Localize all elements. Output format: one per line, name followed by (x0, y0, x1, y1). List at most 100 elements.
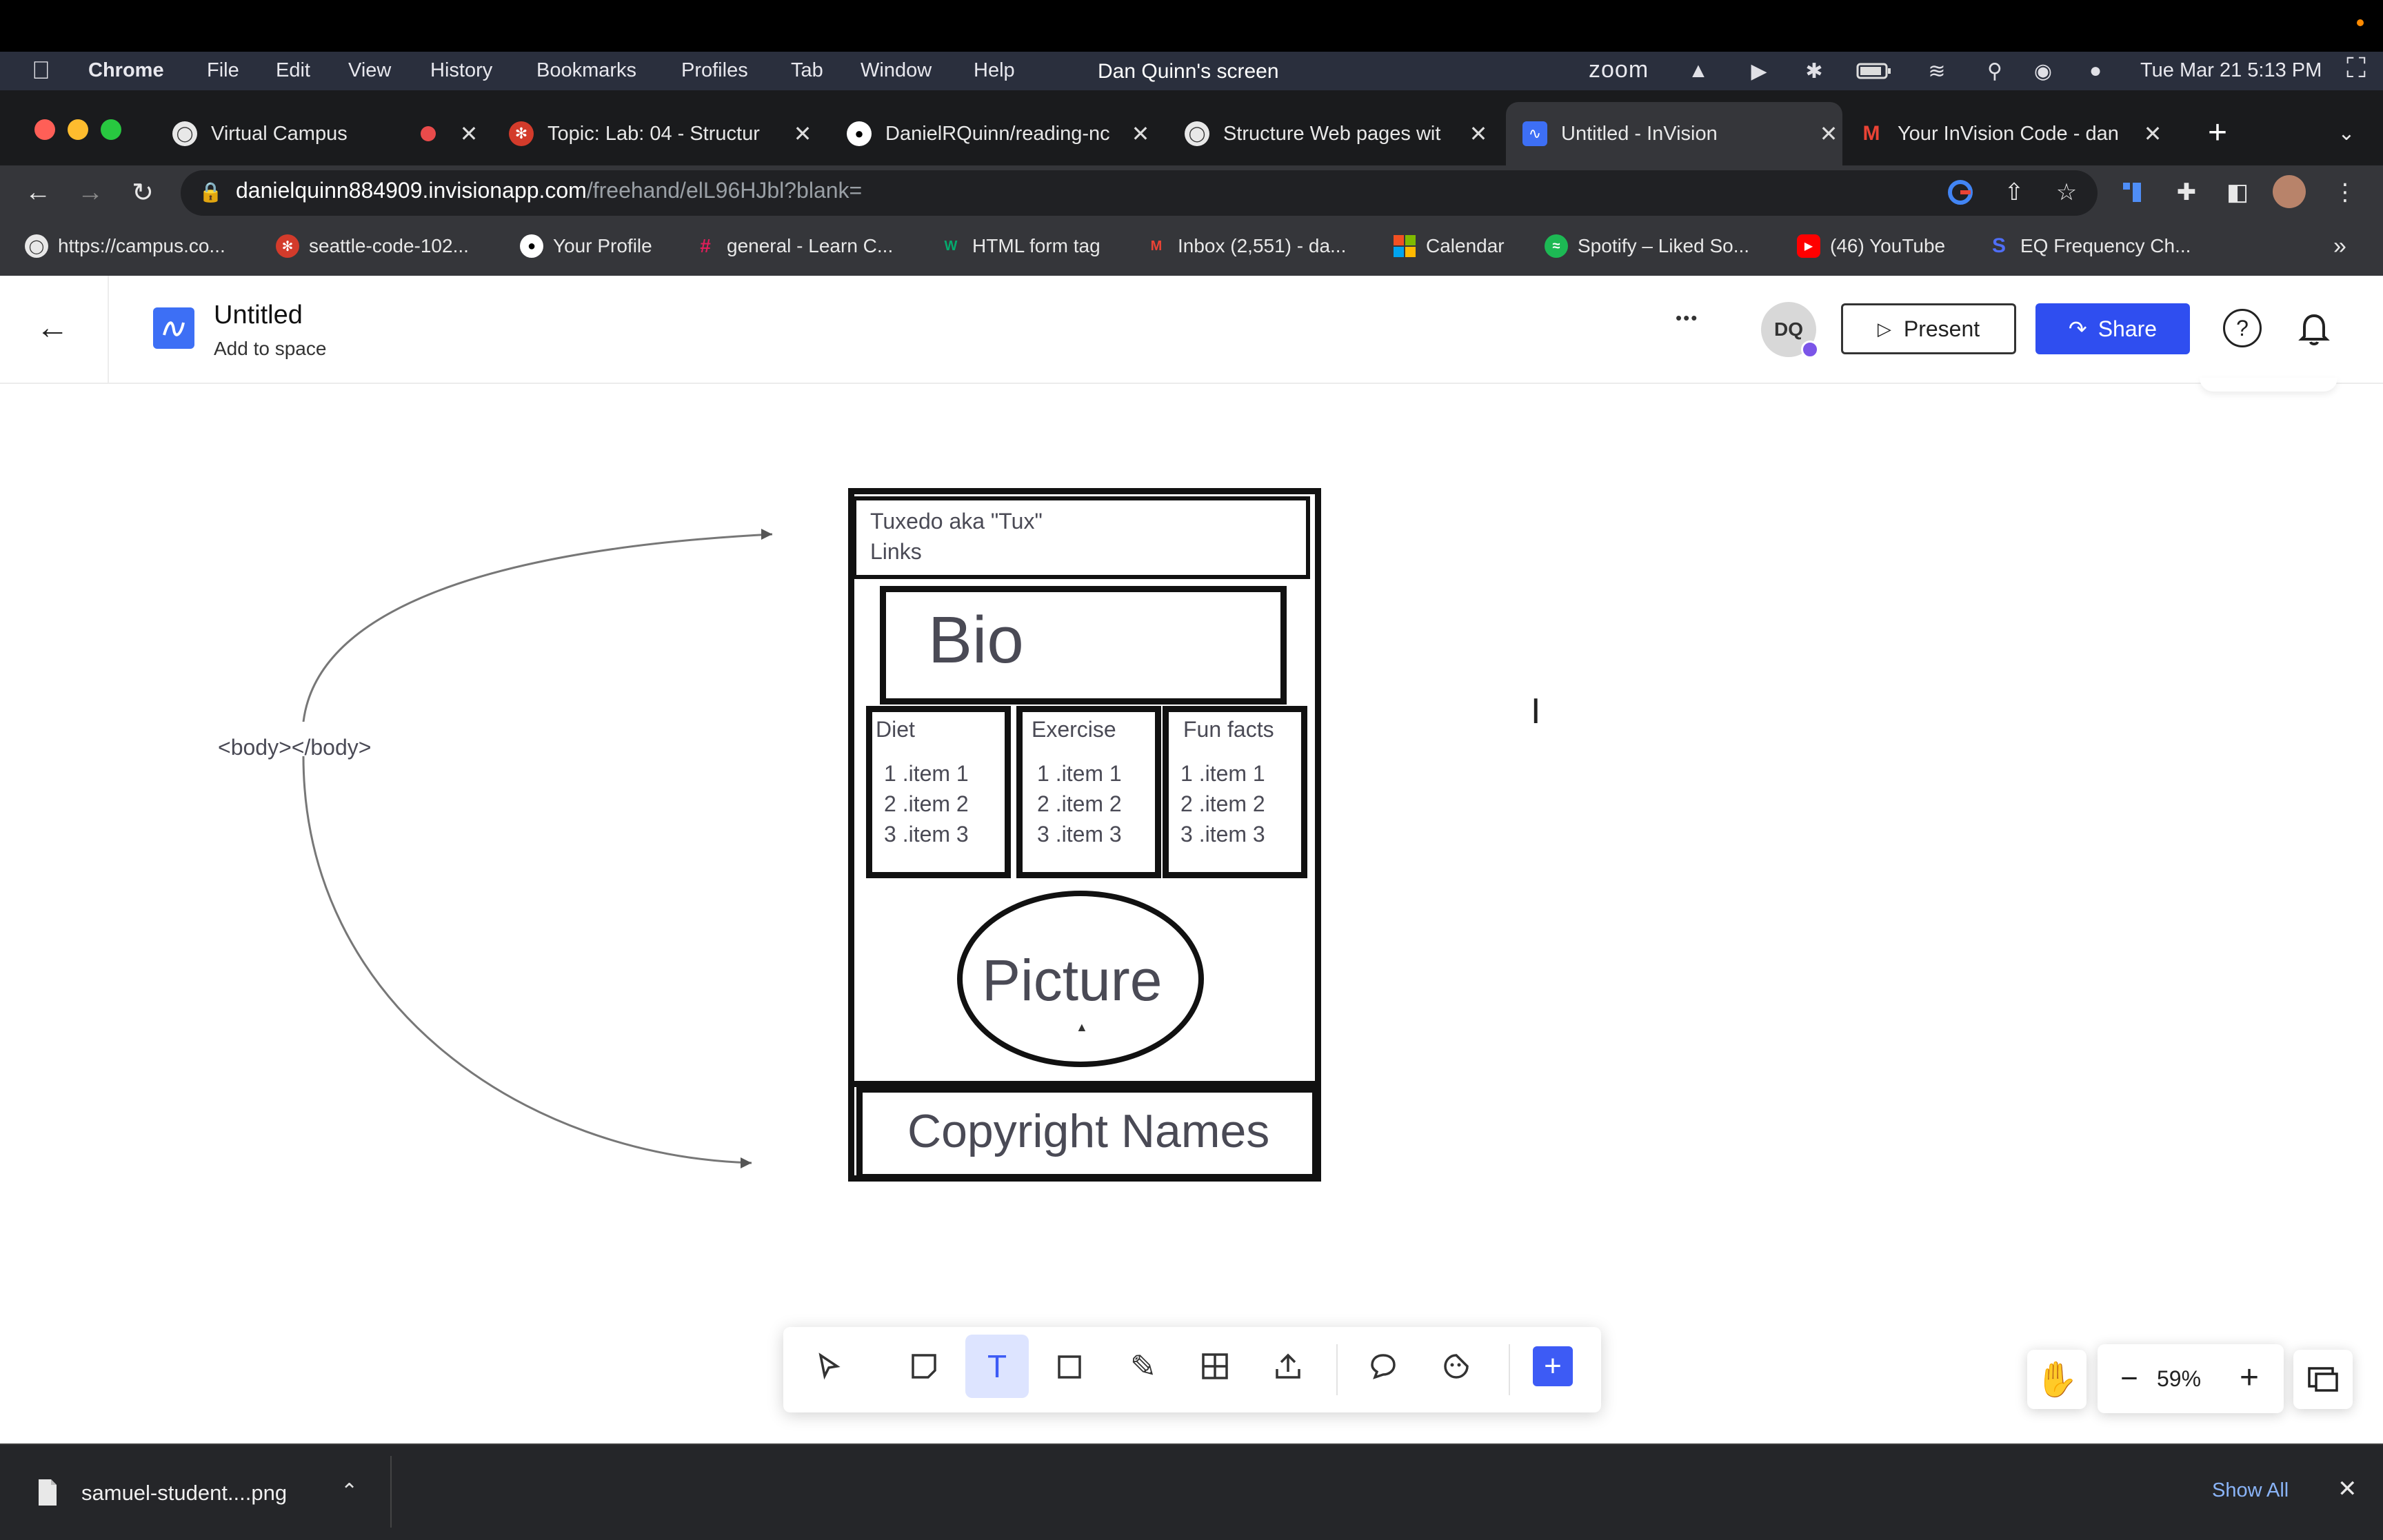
zoom-level[interactable]: 59% (2157, 1366, 2202, 1391)
tab-invision-code-gmail[interactable]: M Your InVision Code - dan ✕ (1859, 102, 2166, 165)
fullscreen-icon[interactable]: ⛶ (2346, 52, 2366, 83)
address-bar[interactable] (181, 170, 2098, 216)
chrome-menu-icon[interactable]: ⋮ (2333, 179, 2357, 205)
notifications-bell-icon[interactable] (2295, 307, 2333, 349)
close-icon[interactable]: ✕ (2143, 121, 2162, 146)
body-tag-label[interactable]: <body></body> (218, 735, 372, 760)
menu-history[interactable]: History (430, 59, 493, 81)
menu-bookmarks[interactable]: Bookmarks (536, 59, 637, 81)
wireframe-bio-box[interactable] (880, 586, 1287, 705)
close-icon[interactable]: ✕ (459, 121, 479, 146)
minimize-window-button[interactable] (68, 119, 88, 140)
tab-virtual-campus[interactable]: ◯ Virtual Campus ✕ (172, 102, 483, 165)
tab-structure-web-pages[interactable]: ◯ Structure Web pages wit ✕ (1185, 102, 1492, 165)
wireframe-picture-ellipse[interactable] (957, 891, 1204, 1067)
wireframe-diet-column[interactable] (866, 706, 1011, 878)
back-arrow-icon[interactable]: ← (36, 310, 69, 346)
bookmark-campus[interactable]: ◯https://campus.co... (25, 230, 225, 262)
hand-pan-icon[interactable]: ✋ (2027, 1350, 2087, 1409)
text-tool-icon[interactable]: T (965, 1335, 1029, 1398)
bluetooth-icon[interactable]: ✱ (1805, 59, 1823, 83)
bookmark-calendar[interactable]: Calendar (1393, 230, 1505, 262)
forward-button[interactable]: → (77, 177, 103, 207)
menu-profiles[interactable]: Profiles (681, 59, 748, 81)
bookmark-spotify[interactable]: ≈Spotify – Liked So... (1545, 230, 1749, 262)
side-panel-icon[interactable]: ◧ (2226, 179, 2249, 205)
bookmark-seattle-code[interactable]: ✻seattle-code-102... (276, 230, 469, 262)
tab-search-chevron-icon[interactable]: ⌄ (2337, 121, 2355, 145)
apple-icon[interactable]:  (32, 56, 50, 85)
close-download-bar-icon[interactable]: ✕ (2337, 1476, 2357, 1502)
bookmark-your-profile[interactable]: ●Your Profile (520, 230, 652, 262)
reload-button[interactable]: ↻ (132, 178, 154, 207)
add-tool-icon[interactable]: + (1521, 1335, 1585, 1398)
wireframe-header-box[interactable] (852, 496, 1310, 579)
add-to-space-link[interactable]: Add to space (214, 338, 327, 359)
wifi-icon[interactable]: ≋ (1928, 59, 1946, 83)
close-icon[interactable]: ✕ (1131, 121, 1150, 146)
control-center-icon[interactable]: ◉ (2033, 59, 2053, 83)
zoom-share-icon[interactable]: ▲ (1688, 59, 1709, 82)
pen-tool-icon[interactable]: ✎ (1129, 1348, 1157, 1384)
download-chevron-up-icon[interactable]: ⌃ (341, 1480, 359, 1503)
profile-avatar[interactable] (2273, 175, 2306, 208)
close-icon[interactable]: ✕ (1819, 121, 1838, 146)
extensions-puzzle-icon[interactable]: ✚ (2176, 179, 2197, 205)
menu-window[interactable]: Window (861, 59, 932, 81)
document-title[interactable]: Untitled (214, 301, 303, 330)
screen-record-icon[interactable]: ▶ (1751, 59, 1767, 83)
share-page-icon[interactable]: ⇧ (2004, 179, 2024, 205)
minimap-toggle-icon[interactable] (2293, 1350, 2353, 1409)
present-button[interactable]: ▷ Present (1841, 303, 2016, 354)
close-icon[interactable]: ✕ (1469, 121, 1488, 146)
bookmark-star-icon[interactable]: ☆ (2055, 179, 2078, 205)
menu-file[interactable]: File (207, 59, 239, 81)
select-tool-icon[interactable] (797, 1335, 861, 1398)
menu-edit[interactable]: Edit (276, 59, 310, 81)
sticky-note-tool-icon[interactable] (892, 1335, 956, 1398)
resize-handle-icon[interactable]: ▲ (1076, 1020, 1088, 1034)
zoom-out-button[interactable]: − (2120, 1361, 2138, 1395)
wireframe-footer-box[interactable] (856, 1086, 1318, 1180)
help-button[interactable]: ? (2223, 309, 2262, 347)
battery-icon[interactable] (1855, 59, 1893, 83)
upload-tool-icon[interactable] (1256, 1335, 1320, 1398)
comment-tool-icon[interactable] (1351, 1335, 1415, 1398)
shape-tool-icon[interactable] (1038, 1335, 1102, 1398)
download-filename[interactable]: samuel-student....png (81, 1481, 288, 1505)
back-button[interactable]: ← (25, 177, 51, 207)
bookmarks-overflow-icon[interactable]: » (2333, 232, 2346, 259)
zoom-logo[interactable]: zoom (1589, 57, 1649, 83)
address-text[interactable]: danielquinn884909.invisionapp.com/freeha… (236, 178, 862, 203)
freehand-canvas[interactable] (0, 384, 2383, 1443)
spotlight-search-icon[interactable]: ⚲ (1987, 59, 2002, 83)
tab-topic-lab[interactable]: ✻ Topic: Lab: 04 - Structur ✕ (509, 102, 816, 165)
menu-view[interactable]: View (348, 59, 392, 81)
sticker-tool-icon[interactable] (1425, 1335, 1488, 1398)
table-tool-icon[interactable] (1183, 1335, 1247, 1398)
maximize-window-button[interactable] (101, 119, 121, 140)
zoom-in-button[interactable]: + (2239, 1359, 2260, 1396)
lock-icon[interactable]: 🔒 (199, 181, 223, 203)
bookmark-slack-general[interactable]: #general - Learn C... (694, 230, 893, 262)
bookmark-youtube[interactable]: ▶(46) YouTube (1797, 230, 1945, 262)
extension-blue-icon[interactable] (2117, 175, 2151, 210)
more-options-button[interactable]: ••• (1676, 307, 1699, 328)
close-icon[interactable]: ✕ (793, 121, 812, 146)
menu-help[interactable]: Help (974, 59, 1015, 81)
tab-github-reading-notes[interactable]: ● DanielRQuinn/reading-nc ✕ (847, 102, 1154, 165)
google-lens-icon[interactable] (1943, 175, 1978, 210)
tab-untitled-invision[interactable]: ∿ Untitled - InVision ✕ (1506, 102, 1842, 165)
share-button[interactable]: ↷ Share (2035, 303, 2190, 354)
body-bracket-arrows[interactable] (0, 384, 827, 1211)
freehand-logo-icon[interactable] (153, 307, 194, 349)
wireframe-fun-facts-column[interactable] (1163, 706, 1307, 878)
new-tab-button[interactable]: + (2207, 114, 2228, 151)
menu-tab[interactable]: Tab (791, 59, 823, 81)
siri-icon[interactable]: ● (2089, 59, 2102, 82)
menubar-datetime[interactable]: Tue Mar 21 5:13 PM (2140, 59, 2322, 81)
show-all-downloads-button[interactable]: Show All (2212, 1479, 2289, 1501)
